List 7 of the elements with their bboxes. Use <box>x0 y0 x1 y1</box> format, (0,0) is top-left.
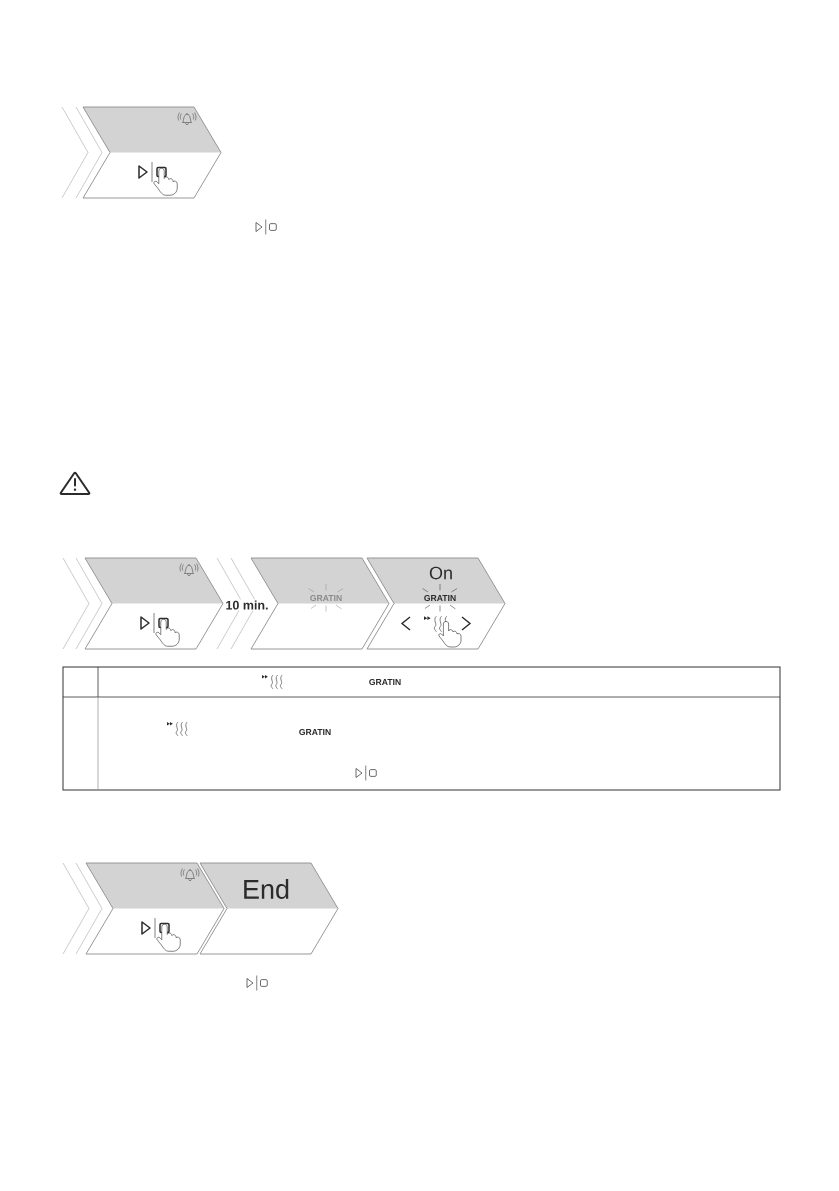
mode-label: GRATIN <box>369 678 401 686</box>
step-panel <box>84 557 224 650</box>
duration-label: 10 min. <box>224 599 270 611</box>
step-panel <box>82 106 222 199</box>
mode-label: GRATIN <box>299 728 331 736</box>
step-panel: End <box>199 862 339 955</box>
step-panel: On GRATIN <box>366 557 506 650</box>
